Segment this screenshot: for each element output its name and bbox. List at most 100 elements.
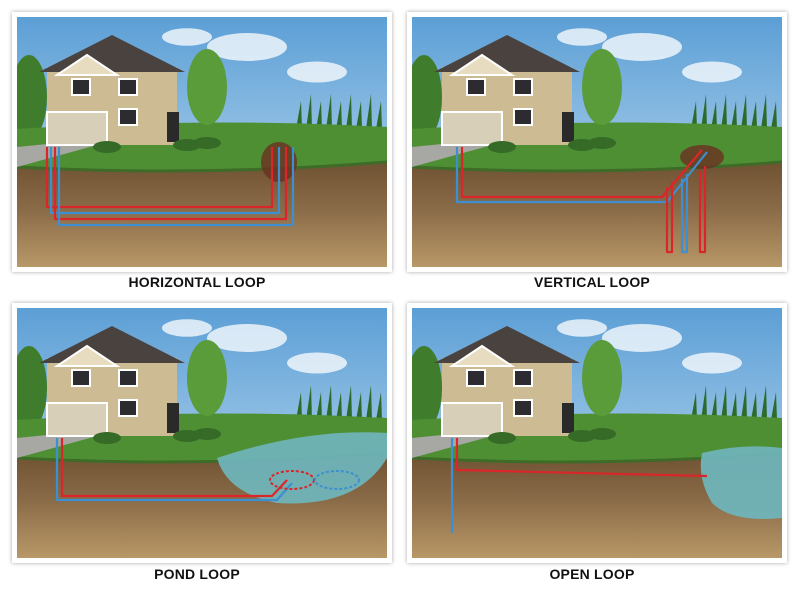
front-door bbox=[167, 403, 179, 433]
pine-tree bbox=[711, 101, 717, 129]
pine-tree bbox=[731, 101, 737, 129]
cloud bbox=[602, 324, 682, 352]
cloud bbox=[287, 352, 347, 374]
yard-tree bbox=[582, 340, 622, 416]
shrub bbox=[588, 137, 616, 149]
pine-tree bbox=[731, 392, 737, 420]
window bbox=[466, 369, 486, 387]
pine-tree bbox=[346, 385, 352, 420]
window bbox=[118, 108, 138, 126]
panel-horizontal-loop bbox=[12, 12, 392, 272]
pine-tree bbox=[691, 101, 697, 129]
tree bbox=[17, 346, 47, 430]
pine-tree bbox=[306, 94, 312, 129]
pine-tree bbox=[771, 392, 777, 420]
vertical-borehole-pipe bbox=[680, 174, 689, 254]
pine-tree bbox=[296, 392, 302, 420]
panel-vertical-loop bbox=[407, 12, 787, 272]
cloud bbox=[207, 33, 287, 61]
yard-tree bbox=[582, 49, 622, 125]
cloud bbox=[602, 33, 682, 61]
soil-cross-section bbox=[17, 162, 387, 267]
tree bbox=[412, 346, 442, 430]
horizontal-loop-pipe bbox=[53, 147, 288, 221]
house bbox=[434, 35, 580, 146]
pond-loop-pipe bbox=[55, 438, 293, 502]
window bbox=[118, 369, 138, 387]
cloud bbox=[682, 352, 742, 374]
garage-door bbox=[46, 111, 108, 146]
tree bbox=[17, 55, 47, 139]
horizontal-loop-pipe bbox=[45, 147, 274, 209]
shrub bbox=[193, 137, 221, 149]
panel-open-loop bbox=[407, 303, 787, 563]
pine-tree bbox=[711, 392, 717, 420]
caption-pond-loop: POND LOOP bbox=[154, 566, 240, 582]
pond-loop-illustration bbox=[17, 308, 387, 558]
window bbox=[513, 78, 533, 96]
window bbox=[513, 399, 533, 417]
pine-tree bbox=[336, 101, 342, 129]
driveway bbox=[412, 143, 492, 167]
pine-tree bbox=[751, 392, 757, 420]
pine-tree bbox=[701, 385, 707, 420]
pine-tree bbox=[771, 101, 777, 129]
gable bbox=[448, 53, 516, 76]
pine-tree bbox=[306, 385, 312, 420]
grass-edge bbox=[17, 160, 387, 173]
cloud bbox=[557, 319, 607, 337]
vertical-borehole-pipe bbox=[665, 182, 674, 254]
house bbox=[39, 35, 185, 146]
open-loop-illustration bbox=[412, 308, 782, 558]
pond bbox=[700, 446, 782, 519]
garage-door bbox=[441, 111, 503, 146]
pine-tree bbox=[316, 392, 322, 420]
vertical-loop-illustration bbox=[412, 17, 782, 267]
pine-tree bbox=[376, 101, 382, 129]
pine-tree bbox=[346, 94, 352, 129]
pine-tree bbox=[761, 94, 767, 129]
cloud bbox=[162, 319, 212, 337]
window bbox=[513, 369, 533, 387]
shrub bbox=[588, 428, 616, 440]
soil-cross-section bbox=[412, 162, 782, 267]
pine-tree bbox=[326, 94, 332, 129]
caption-vertical-loop: VERTICAL LOOP bbox=[534, 274, 650, 290]
pine-tree bbox=[366, 94, 372, 129]
caption-open-loop: OPEN LOOP bbox=[549, 566, 635, 582]
horizontal-loop-pipe bbox=[49, 147, 281, 215]
shrub bbox=[488, 432, 516, 444]
window bbox=[118, 399, 138, 417]
pine-tree bbox=[336, 392, 342, 420]
pond bbox=[217, 432, 387, 504]
pine-tree bbox=[751, 101, 757, 129]
window bbox=[71, 369, 91, 387]
gable bbox=[53, 53, 121, 76]
shrub bbox=[488, 141, 516, 153]
window bbox=[118, 78, 138, 96]
tree bbox=[412, 55, 442, 139]
pine-tree bbox=[316, 101, 322, 129]
panel-pond-loop bbox=[12, 303, 392, 563]
soil-cross-section bbox=[412, 453, 782, 558]
window bbox=[513, 108, 533, 126]
cloud bbox=[287, 61, 347, 83]
pine-tree bbox=[721, 385, 727, 420]
pine-tree bbox=[356, 392, 362, 420]
shrub bbox=[193, 428, 221, 440]
front-door bbox=[562, 403, 574, 433]
front-door bbox=[167, 112, 179, 142]
yard-tree bbox=[187, 49, 227, 125]
shrub bbox=[93, 432, 121, 444]
pine-tree bbox=[701, 94, 707, 129]
window bbox=[71, 78, 91, 96]
gable bbox=[53, 344, 121, 367]
cloud bbox=[207, 324, 287, 352]
pine-tree bbox=[356, 101, 362, 129]
cloud bbox=[557, 28, 607, 46]
pine-tree bbox=[366, 385, 372, 420]
pine-tree bbox=[761, 385, 767, 420]
house bbox=[39, 326, 185, 437]
garage-door bbox=[441, 402, 503, 437]
pine-tree bbox=[741, 94, 747, 129]
